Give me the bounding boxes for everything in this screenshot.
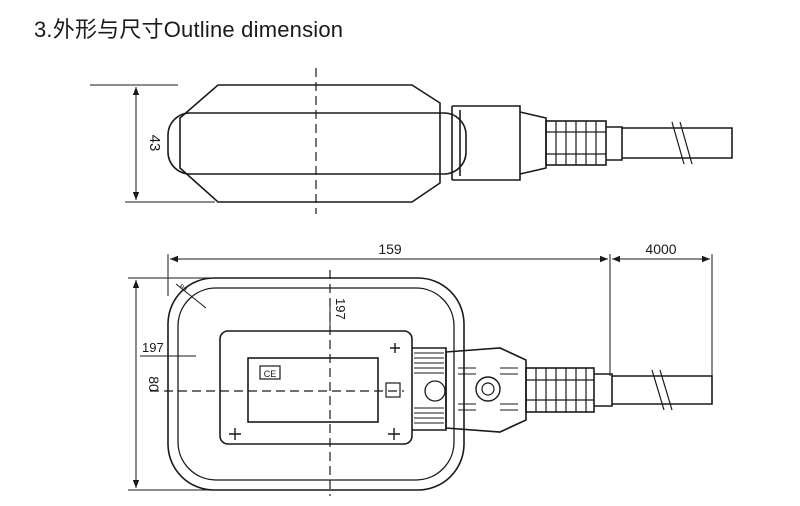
corner-leader xyxy=(175,283,207,309)
side-grip-ribs xyxy=(546,121,606,165)
top-label-window xyxy=(247,357,379,423)
ce-mark-box xyxy=(259,365,281,380)
top-view xyxy=(128,254,713,496)
top-label-panel xyxy=(219,330,413,445)
side-neck xyxy=(451,105,521,181)
side-cable xyxy=(622,127,733,159)
dim-80-label: 80 xyxy=(146,376,162,392)
corner-label: R8 xyxy=(178,284,188,294)
top-grip-ribs xyxy=(526,368,594,412)
dim-159-label: 159 xyxy=(378,241,402,257)
side-cable-break xyxy=(671,121,693,165)
top-connector-hub xyxy=(475,376,501,402)
top-connector-bolt xyxy=(424,380,446,402)
terminal-square xyxy=(385,382,401,398)
side-view xyxy=(90,68,733,214)
dim-4000-label: 4000 xyxy=(645,241,676,257)
dim-197-label-h: 197 xyxy=(142,340,164,355)
top-connector xyxy=(445,347,527,433)
diagram-title: 3.外形与尺寸Outline dimension xyxy=(34,17,344,42)
dim-43-label: 43 xyxy=(146,135,163,152)
dim-197-label-v: 197 xyxy=(333,298,348,320)
top-body-inner xyxy=(177,287,455,481)
top-cable xyxy=(612,375,713,405)
side-grip-end xyxy=(606,126,623,161)
side-body-outline xyxy=(179,84,441,203)
ce-mark-text: CE xyxy=(264,369,277,379)
top-connector-ribs xyxy=(458,367,518,411)
top-neck-hatch xyxy=(414,352,444,424)
top-cable-break xyxy=(651,369,673,411)
top-body-outer xyxy=(167,277,465,491)
side-ring xyxy=(167,112,467,175)
side-gland xyxy=(519,111,547,175)
plus-marks xyxy=(229,343,400,440)
top-grip xyxy=(525,367,595,413)
